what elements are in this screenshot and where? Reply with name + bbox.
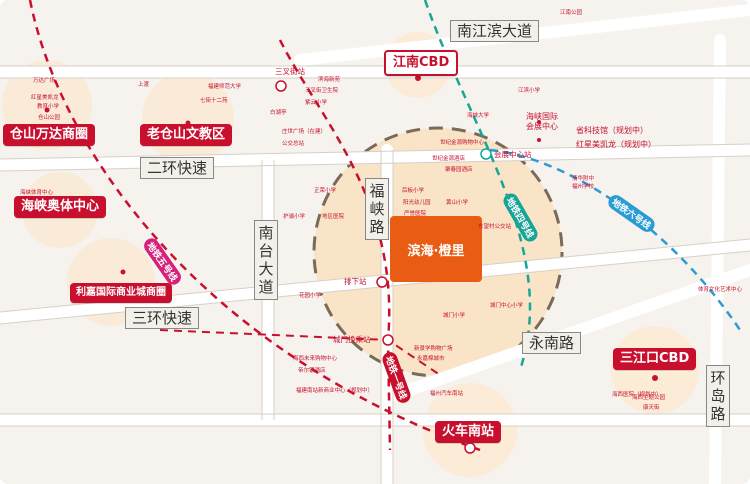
- station-label-sanchajie[interactable]: 三叉街站: [275, 67, 305, 76]
- dot-jiangnan: [415, 75, 421, 81]
- metro-line-1: [278, 39, 392, 451]
- poi-item[interactable]: 海峡体育中心: [20, 190, 54, 196]
- station-marker-paixia[interactable]: [376, 276, 388, 288]
- badge-laocangshan[interactable]: 老仓山文教区: [140, 124, 233, 146]
- badge-sanjiangkou[interactable]: 三江口CBD: [613, 348, 697, 370]
- poi-item[interactable]: 上渡: [138, 82, 150, 88]
- poi-item[interactable]: 后板小学: [402, 188, 425, 194]
- poi-item[interactable]: 阳光幼儿园: [403, 200, 431, 206]
- poi-item[interactable]: 清华附中: [572, 176, 595, 182]
- road-network: [0, 4, 750, 484]
- poi-item[interactable]: 公交总站: [282, 141, 305, 147]
- badge-lijia[interactable]: 利嘉国际商业城商圈: [70, 283, 172, 303]
- road-label-erhuan: 二环快速: [140, 157, 215, 179]
- poi-item[interactable]: 福州汽车南站: [430, 391, 464, 397]
- poi-item[interactable]: 体育文化艺术中心: [698, 287, 743, 293]
- poi-item[interactable]: 滨海新苑: [318, 77, 341, 83]
- dot-lijia: [120, 269, 126, 275]
- badge-jiangnan-cbd[interactable]: 江南CBD: [384, 50, 459, 76]
- poi-item[interactable]: 帝尔银酒店: [298, 368, 326, 374]
- poi-item[interactable]: 严誉医院: [404, 211, 427, 217]
- poi-item[interactable]: 城门中心小学: [490, 303, 524, 309]
- dot-hongxing: [537, 138, 541, 142]
- poi-item[interactable]: 黄山小学: [446, 200, 469, 206]
- project-center-badge[interactable]: 滨海·橙里: [390, 216, 482, 282]
- poi-item[interactable]: 福州学校: [572, 184, 595, 190]
- road-label-nanjiang: 南江滨大道: [450, 20, 540, 42]
- station-label-huizhan[interactable]: 会展中心站: [494, 150, 532, 159]
- badge-cangshan-wanda[interactable]: 仓山万达商圈: [3, 124, 96, 146]
- poi-item[interactable]: 海峡大学: [467, 113, 490, 119]
- poi-item[interactable]: 花园小学: [299, 293, 322, 299]
- road-label-huandao: 环岛路: [706, 365, 730, 427]
- poi-item[interactable]: 聚春园酒店: [445, 167, 473, 173]
- road-sanhuan: [0, 239, 750, 324]
- station-marker-chengmen[interactable]: [382, 334, 394, 346]
- poi-item[interactable]: 庄世广场（在建）: [282, 129, 327, 135]
- poi-item[interactable]: 福建师范大学: [208, 84, 242, 90]
- dot-keji: [537, 120, 541, 124]
- dot-wanda: [44, 107, 50, 113]
- station-label-paixia[interactable]: 排下站: [344, 277, 367, 286]
- poi-item[interactable]: 世纪金源酒店: [432, 156, 466, 162]
- badge-olympic[interactable]: 海峡奥体中心: [14, 196, 107, 218]
- road-label-nantai: 南台大道: [254, 220, 278, 300]
- poi-item[interactable]: 护浦小学: [283, 214, 306, 220]
- road-label-sanhuan: 三环快速: [125, 307, 200, 329]
- poi-item[interactable]: 海西未来购物中心: [293, 356, 338, 362]
- poi-item[interactable]: 三叉街卫生院: [305, 88, 339, 94]
- metro-line-5: [28, 0, 481, 452]
- station-label-chengmen[interactable]: 城门换乘站: [333, 335, 371, 344]
- poi-item[interactable]: 城门小学: [443, 313, 466, 319]
- poi-item[interactable]: 康天街: [643, 405, 660, 411]
- poi-haixia-huizhan[interactable]: 海峡国际 会展中心: [526, 112, 558, 131]
- poi-item[interactable]: 世纪金源购物中心: [440, 140, 485, 146]
- poi-item[interactable]: 仓山公园: [38, 115, 61, 121]
- poi-item[interactable]: 七街十二苑: [200, 98, 228, 104]
- road-erhuan: [0, 144, 750, 171]
- poi-hongxing[interactable]: 红星美凯龙（规划中）: [576, 140, 656, 149]
- road-label-fuxia: 福峡路: [365, 178, 389, 240]
- poi-item[interactable]: 东望村公交站: [478, 224, 512, 230]
- road-label-yongnan: 永南路: [522, 332, 582, 354]
- badge-huochenan[interactable]: 火车南站: [435, 421, 502, 443]
- metro-line-6: [489, 148, 742, 331]
- poi-item[interactable]: 万达广场: [33, 78, 56, 84]
- poi-item[interactable]: 江滨小学: [518, 88, 541, 94]
- poi-item[interactable]: 海西医院（规划中）: [612, 392, 662, 398]
- poi-item[interactable]: 紫云小学: [305, 100, 328, 106]
- station-marker-huizhan[interactable]: [480, 148, 492, 160]
- poi-item[interactable]: 教育小学: [37, 104, 60, 110]
- poi-item[interactable]: 江南公园: [560, 10, 583, 16]
- poi-item[interactable]: 白湖亭: [270, 110, 287, 116]
- poi-item[interactable]: 海西主题公园: [632, 395, 666, 401]
- poi-item[interactable]: 永嘉棉城市: [417, 356, 445, 362]
- dot-sanjiangkou: [652, 375, 658, 381]
- poi-item[interactable]: 福建南站新商业中心（规划中）: [296, 388, 374, 394]
- poi-sheng-keji[interactable]: 省科技馆（规划中）: [576, 126, 648, 135]
- poi-item[interactable]: 红星美凯龙: [31, 95, 59, 101]
- poi-item[interactable]: 正荣小学: [314, 188, 337, 194]
- poi-item[interactable]: 新景学购物广场: [414, 346, 453, 352]
- station-marker-sanchajie[interactable]: [275, 80, 287, 92]
- metro-line-4: [423, 0, 532, 371]
- station-marker-huochenan[interactable]: [464, 442, 476, 454]
- poi-item[interactable]: 地区医院: [322, 214, 345, 220]
